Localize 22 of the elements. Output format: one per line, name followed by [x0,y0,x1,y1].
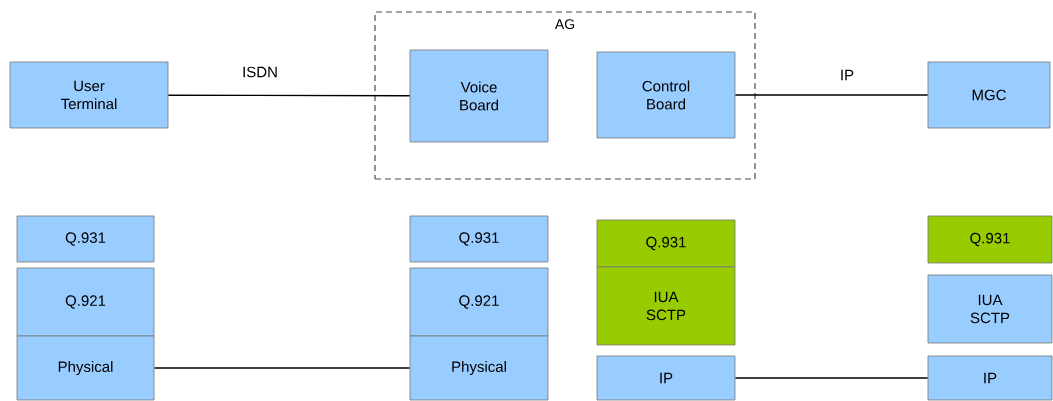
layer-box: Control Board [596,51,736,139]
layer-box: User Terminal [9,61,169,129]
layer-box: IP [927,355,1053,401]
layer-box: Q.921 [16,267,155,337]
layer-box: Q.921 [409,267,549,337]
layer-box: MGC [927,61,1051,129]
layer-box: Q.931 [927,215,1053,264]
connector-line [153,367,411,369]
layer-box: IUA SCTP [927,274,1053,344]
layer-box: Q.931 [409,215,549,263]
connector-line [167,94,411,97]
connector-line [734,377,929,379]
edge-label: IP [838,68,856,82]
layer-box: IUA SCTP [596,266,736,346]
layer-box: Voice Board [409,49,549,143]
layer-box: Q.931 [16,215,155,263]
layer-box: Physical [16,335,155,401]
edge-label: ISDN [241,65,279,79]
layer-box: IP [596,355,736,401]
layer-box: Q.931 [596,219,736,268]
layer-box: Physical [409,335,549,401]
connector-line [734,94,929,96]
